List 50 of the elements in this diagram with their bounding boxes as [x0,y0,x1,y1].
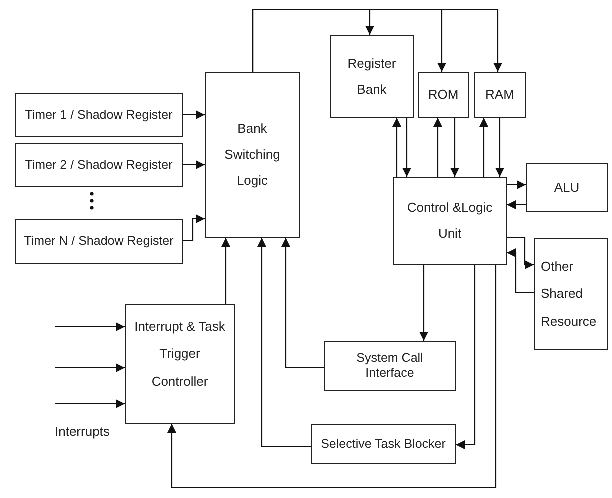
block-box [474,72,526,118]
arrow [456,265,476,450]
block-label: Timer N / Shadow Register [24,234,174,249]
block-box [534,238,608,350]
arrow [55,364,125,372]
block-box [526,163,608,212]
arrow [507,180,526,190]
arrow [420,265,428,341]
arrow [258,238,311,448]
arrow [282,238,324,369]
block-box [15,93,183,137]
input-label: Interrupts [55,424,110,439]
arrow [507,237,534,270]
arrow [507,200,526,210]
arrow [252,9,502,72]
arrow [434,118,442,177]
block-label: Bank Switching Logic [224,120,282,190]
block-label: Timer 2 / Shadow Register [25,158,173,172]
block-label: RAM [486,87,514,103]
block-label: ROM [428,87,459,103]
arrow [392,118,402,177]
arrow [168,265,497,489]
arrow [450,118,460,177]
block-box [15,143,183,187]
arrow [183,110,205,120]
block-box [311,424,456,464]
arrow [222,238,230,304]
arrow [55,400,125,408]
block-label: Interrupt & Task Trigger Controller [134,318,226,391]
arrow [402,118,412,177]
block-box [393,177,507,265]
block-label: Control &Logic Unit [406,199,494,243]
arrow [183,214,205,242]
arrow [55,322,125,332]
block-box [125,304,235,424]
block-box [418,72,469,118]
block-box [15,219,183,264]
block-label: System Call Interface [356,351,424,381]
block-label: Selective Task Blocker [321,436,446,452]
arrow [507,248,534,294]
arrow [480,118,488,177]
block-box [205,72,300,238]
block-label: ALU [554,180,580,196]
block-box [324,341,456,391]
block-box [330,35,414,118]
block-label: Other Shared Resource [541,258,598,331]
block-label: Register Bank [346,54,398,98]
arrow [496,118,504,177]
arrow [183,160,205,170]
block-label: Timer 1 / Shadow Register [25,108,173,122]
